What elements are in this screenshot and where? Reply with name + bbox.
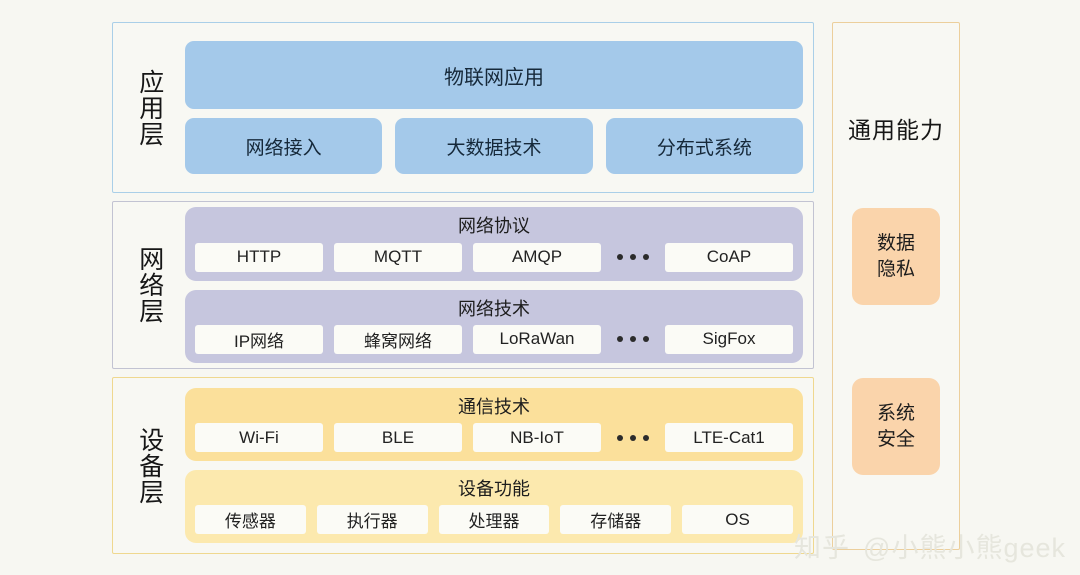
layer-device: 设备层 通信技术 Wi-Fi BLE NB-IoT LTE-Cat1 bbox=[112, 377, 814, 554]
chip-storage[interactable]: 存储器 bbox=[560, 505, 672, 535]
group-network-technology-items: IP网络 蜂窝网络 LoRaWan SigFox bbox=[195, 324, 793, 354]
group-device-function: 设备功能 传感器 执行器 处理器 存储器 OS bbox=[185, 470, 803, 544]
layer-stack: 应用层 物联网应用 网络接入 大数据技术 分布式系统 网络层 网络协议 HTTP… bbox=[112, 22, 814, 554]
layer-network-label: 网络层 bbox=[135, 246, 164, 324]
chip-wifi[interactable]: Wi-Fi bbox=[195, 423, 323, 452]
chip-lte-cat1[interactable]: LTE-Cat1 bbox=[665, 423, 793, 452]
group-network-protocol-title: 网络协议 bbox=[458, 216, 530, 237]
common-capability-panel: 通用能力 数据 隐私 系统 安全 bbox=[832, 22, 960, 550]
chip-mqtt[interactable]: MQTT bbox=[334, 242, 462, 272]
group-communication-technology-items: Wi-Fi BLE NB-IoT LTE-Cat1 bbox=[195, 423, 793, 452]
layer-device-body: 通信技术 Wi-Fi BLE NB-IoT LTE-Cat1 设备功能 传 bbox=[185, 387, 803, 544]
capability-card-system-security-line2: 安全 bbox=[876, 428, 915, 450]
capability-card-data-privacy-line2: 隐私 bbox=[876, 258, 915, 280]
group-network-technology: 网络技术 IP网络 蜂窝网络 LoRaWan SigFox bbox=[185, 289, 803, 363]
chip-processor[interactable]: 处理器 bbox=[438, 505, 550, 535]
layer-network-body: 网络协议 HTTP MQTT AMQP CoAP 网络技术 IP网络 bbox=[185, 207, 803, 363]
app-chip-distributed-system[interactable]: 分布式系统 bbox=[605, 118, 803, 174]
app-hero-box[interactable]: 物联网应用 bbox=[185, 41, 803, 109]
group-network-technology-title: 网络技术 bbox=[458, 298, 530, 319]
chip-lorawan[interactable]: LoRaWan bbox=[473, 324, 601, 354]
group-device-function-items: 传感器 执行器 处理器 存储器 OS bbox=[195, 505, 793, 535]
layer-application-body: 物联网应用 网络接入 大数据技术 分布式系统 bbox=[185, 32, 803, 183]
group-communication-technology-title: 通信技术 bbox=[458, 396, 530, 417]
chip-cellular-network[interactable]: 蜂窝网络 bbox=[334, 324, 462, 354]
common-capability-title: 通用能力 bbox=[848, 117, 944, 143]
chip-nb-iot[interactable]: NB-IoT bbox=[473, 423, 601, 452]
ellipsis-icon bbox=[612, 434, 654, 441]
chip-sensor[interactable]: 传感器 bbox=[195, 505, 306, 535]
layer-application: 应用层 物联网应用 网络接入 大数据技术 分布式系统 bbox=[112, 22, 814, 193]
chip-actuator[interactable]: 执行器 bbox=[316, 505, 428, 535]
chip-os[interactable]: OS bbox=[682, 505, 793, 535]
layer-device-label: 设备层 bbox=[135, 426, 164, 505]
layer-application-label: 应用层 bbox=[135, 68, 164, 147]
capability-card-data-privacy[interactable]: 数据 隐私 bbox=[852, 208, 940, 305]
app-chip-network-access[interactable]: 网络接入 bbox=[185, 118, 383, 174]
chip-ble[interactable]: BLE bbox=[334, 423, 462, 452]
app-chip-row: 网络接入 大数据技术 分布式系统 bbox=[185, 118, 803, 174]
group-device-function-title: 设备功能 bbox=[458, 479, 530, 499]
app-chip-big-data[interactable]: 大数据技术 bbox=[395, 118, 593, 174]
ellipsis-icon bbox=[612, 254, 654, 260]
group-communication-technology: 通信技术 Wi-Fi BLE NB-IoT LTE-Cat1 bbox=[185, 387, 803, 461]
capability-card-data-privacy-line1: 数据 bbox=[876, 233, 915, 255]
chip-coap[interactable]: CoAP bbox=[665, 242, 793, 272]
capability-card-system-security-line1: 系统 bbox=[876, 403, 915, 425]
chip-sigfox[interactable]: SigFox bbox=[665, 324, 793, 354]
layer-network: 网络层 网络协议 HTTP MQTT AMQP CoAP 网络技术 bbox=[112, 201, 814, 369]
chip-http[interactable]: HTTP bbox=[195, 242, 323, 272]
chip-amqp[interactable]: AMQP bbox=[473, 242, 601, 272]
capability-card-system-security[interactable]: 系统 安全 bbox=[852, 378, 940, 475]
group-network-protocol-items: HTTP MQTT AMQP CoAP bbox=[195, 242, 793, 272]
ellipsis-icon bbox=[612, 336, 654, 343]
chip-ip-network[interactable]: IP网络 bbox=[195, 324, 323, 354]
group-network-protocol: 网络协议 HTTP MQTT AMQP CoAP bbox=[185, 207, 803, 281]
